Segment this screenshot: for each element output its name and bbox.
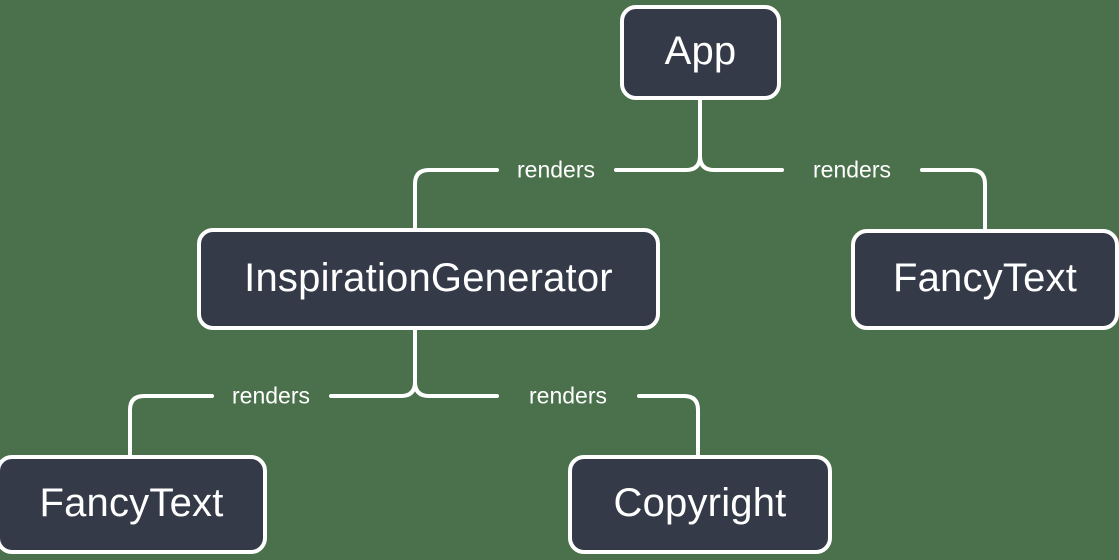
edge-inspiration-generator-to-fancytext-bottom-right-seg — [329, 380, 417, 398]
node-fancytext-right[interactable]: FancyText — [851, 229, 1119, 330]
edge-app-to-inspiration-generator-right-seg — [614, 154, 702, 172]
node-app[interactable]: App — [620, 5, 781, 100]
node-app-label: App — [664, 29, 737, 73]
node-fancytext-right-label: FancyText — [892, 256, 1078, 300]
edge-app-to-inspiration-generator-left-seg — [413, 168, 499, 230]
edge-label-app-to-inspiration-generator: renders — [517, 156, 595, 183]
node-inspiration-generator-label: InspirationGenerator — [244, 255, 613, 300]
node-copyright-label: Copyright — [613, 481, 787, 525]
edge-label-inspiration-generator-to-copyright: renders — [529, 382, 607, 409]
edge-inspiration-generator-to-copyright-left-seg — [413, 380, 499, 398]
node-inspiration-generator[interactable]: InspirationGenerator — [197, 228, 660, 330]
edge-app-to-fancytext-right-left-seg — [698, 154, 784, 172]
edge-inspiration-generator-to-copyright-right-seg — [637, 394, 700, 457]
edge-label-inspiration-generator-to-fancytext-bottom: renders — [232, 382, 310, 409]
node-fancytext-bottom-label: FancyText — [39, 481, 224, 525]
edge-app-to-fancytext-right-right-seg — [920, 168, 987, 231]
node-copyright[interactable]: Copyright — [568, 455, 832, 554]
edge-label-app-to-fancytext-right: renders — [813, 156, 891, 183]
edge-inspiration-generator-to-fancytext-bottom-left-seg — [128, 394, 214, 457]
node-fancytext-bottom[interactable]: FancyText — [0, 455, 267, 554]
